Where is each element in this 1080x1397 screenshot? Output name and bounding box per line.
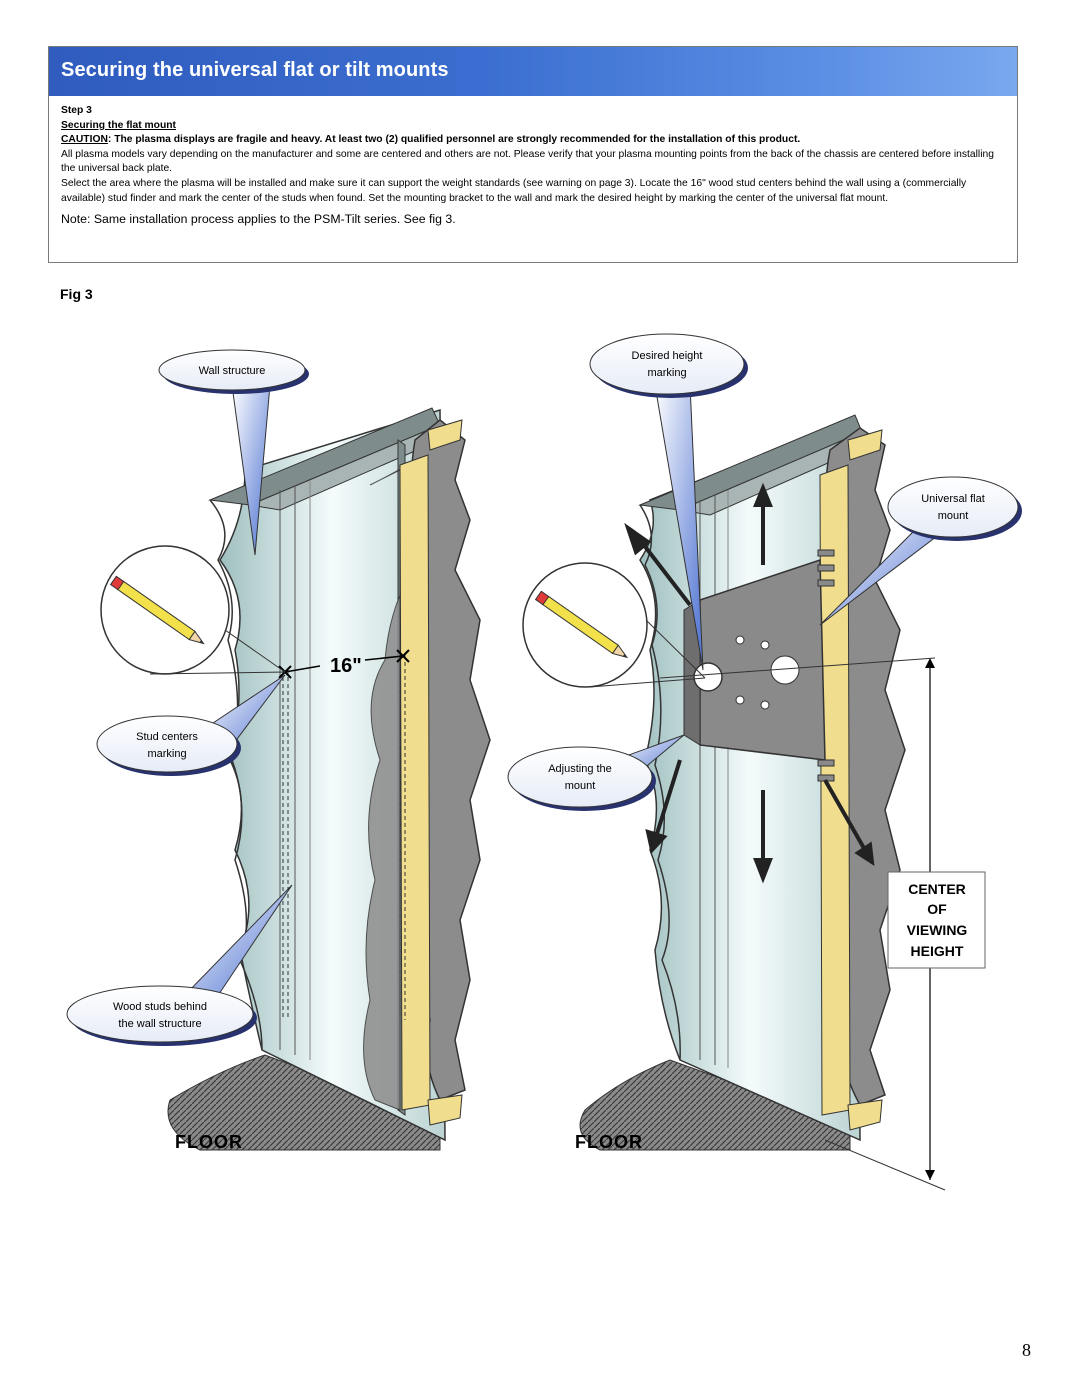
callout-universal-flat-mount: Universal flat mount — [819, 476, 1022, 626]
step-label: Step 3 — [61, 105, 92, 116]
center-box-line3: VIEWING — [907, 922, 968, 938]
callout-adjusting-line2: mount — [565, 780, 596, 792]
paragraph-1: All plasma models vary depending on the … — [61, 148, 994, 175]
callout-desired-height-line1: Desired height — [632, 350, 703, 362]
callout-desired-height: Desired height marking — [589, 333, 748, 671]
section-header: Securing the universal flat or tilt moun… — [49, 47, 1017, 96]
center-box-line4: HEIGHT — [911, 943, 964, 959]
note-text: Same installation process applies to the… — [90, 212, 456, 227]
callout-wood-studs-line1: Wood studs behind — [113, 1001, 207, 1013]
callout-wood-studs: Wood studs behind the wall structure — [66, 884, 293, 1046]
note-label: Note: — [61, 212, 91, 227]
left-floor-label: FLOOR — [175, 1132, 243, 1152]
note-line: Note: Same installation process applies … — [61, 212, 1006, 227]
callout-stud-centers-line1: Stud centers — [136, 731, 198, 743]
center-viewing-height-box: CENTER OF VIEWING HEIGHT — [887, 871, 986, 969]
center-box-line1: CENTER — [908, 881, 966, 897]
section-title: Securing the universal flat or tilt moun… — [61, 59, 449, 81]
right-wood-stud — [819, 464, 851, 1116]
instruction-text: Step 3 Securing the flat mount CAUTION: … — [61, 104, 1006, 227]
pencil-icon — [534, 590, 629, 659]
pencil-icon — [109, 575, 205, 645]
callout-adjusting-mount: Adjusting the mount — [507, 734, 685, 811]
callout-wall-structure: Wall structure — [158, 349, 309, 556]
callout-adjusting-line1: Adjusting the — [548, 763, 612, 775]
callout-desired-height-line2: marking — [647, 367, 686, 379]
callout-universal-flat-line2: mount — [938, 510, 969, 522]
callout-wood-studs-line2: the wall structure — [118, 1018, 201, 1030]
callout-stud-centers-line2: marking — [147, 748, 186, 760]
center-box-line2: OF — [927, 901, 947, 917]
left-pencil-inset — [100, 545, 286, 675]
step-subtitle: Securing the flat mount — [61, 119, 176, 131]
figure-label: Fig 3 — [60, 286, 93, 302]
callout-universal-flat-line1: Universal flat — [921, 493, 985, 505]
left-wall-illustration: 16" FLOOR — [167, 407, 491, 1152]
callout-stud-centers: Stud centers marking — [96, 674, 286, 776]
instruction-panel: Securing the universal flat or tilt moun… — [48, 46, 1018, 263]
paragraph-2: Select the area where the plasma will be… — [61, 177, 967, 204]
page-number: 8 — [1022, 1340, 1031, 1360]
adjust-arrows — [624, 482, 875, 884]
caution-text: : The plasma displays are fragile and he… — [107, 134, 801, 146]
caution-label: CAUTION — [61, 134, 108, 146]
caution-line: CAUTION: The plasma displays are fragile… — [61, 133, 1006, 148]
stud-spacing-dimension: 16" — [330, 655, 362, 677]
callout-wall-structure-text: Wall structure — [199, 365, 266, 377]
universal-mount-plate — [683, 549, 835, 782]
right-floor-label: FLOOR — [575, 1132, 643, 1152]
right-pencil-inset — [522, 562, 706, 688]
